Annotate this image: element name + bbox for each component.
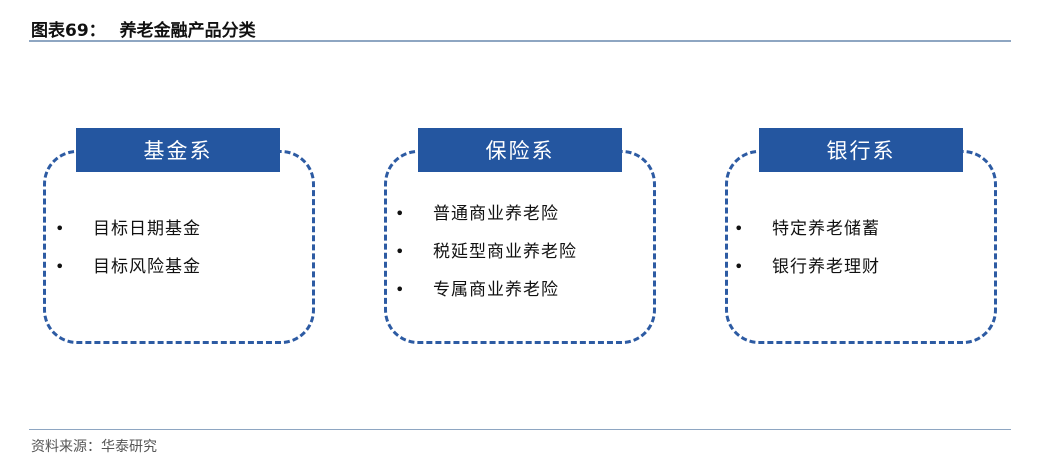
list-item: 专属商业养老险 <box>395 271 577 309</box>
bank-list: 特定养老储蓄 银行养老理财 <box>734 210 880 286</box>
figure-caption: 养老金融产品分类 <box>119 21 256 41</box>
list-item: 普通商业养老险 <box>395 195 577 233</box>
list-item: 银行养老理财 <box>734 248 880 286</box>
list-item: 目标日期基金 <box>55 210 201 248</box>
list-item: 目标风险基金 <box>55 248 201 286</box>
insurance-header: 保险系 <box>418 128 622 172</box>
bank-header: 银行系 <box>759 128 963 172</box>
insurance-list: 普通商业养老险 税延型商业养老险 专属商业养老险 <box>395 195 577 309</box>
figure-title: 图表69： 养老金融产品分类 <box>31 16 270 41</box>
title-divider <box>29 40 1011 42</box>
list-item: 税延型商业养老险 <box>395 233 577 271</box>
fund-header: 基金系 <box>76 128 280 172</box>
figure-number: 图表69： <box>31 21 106 41</box>
footer-divider <box>29 429 1011 430</box>
list-item: 特定养老储蓄 <box>734 210 880 248</box>
fund-list: 目标日期基金 目标风险基金 <box>55 210 201 286</box>
source-note: 资料来源：华泰研究 <box>31 439 157 455</box>
